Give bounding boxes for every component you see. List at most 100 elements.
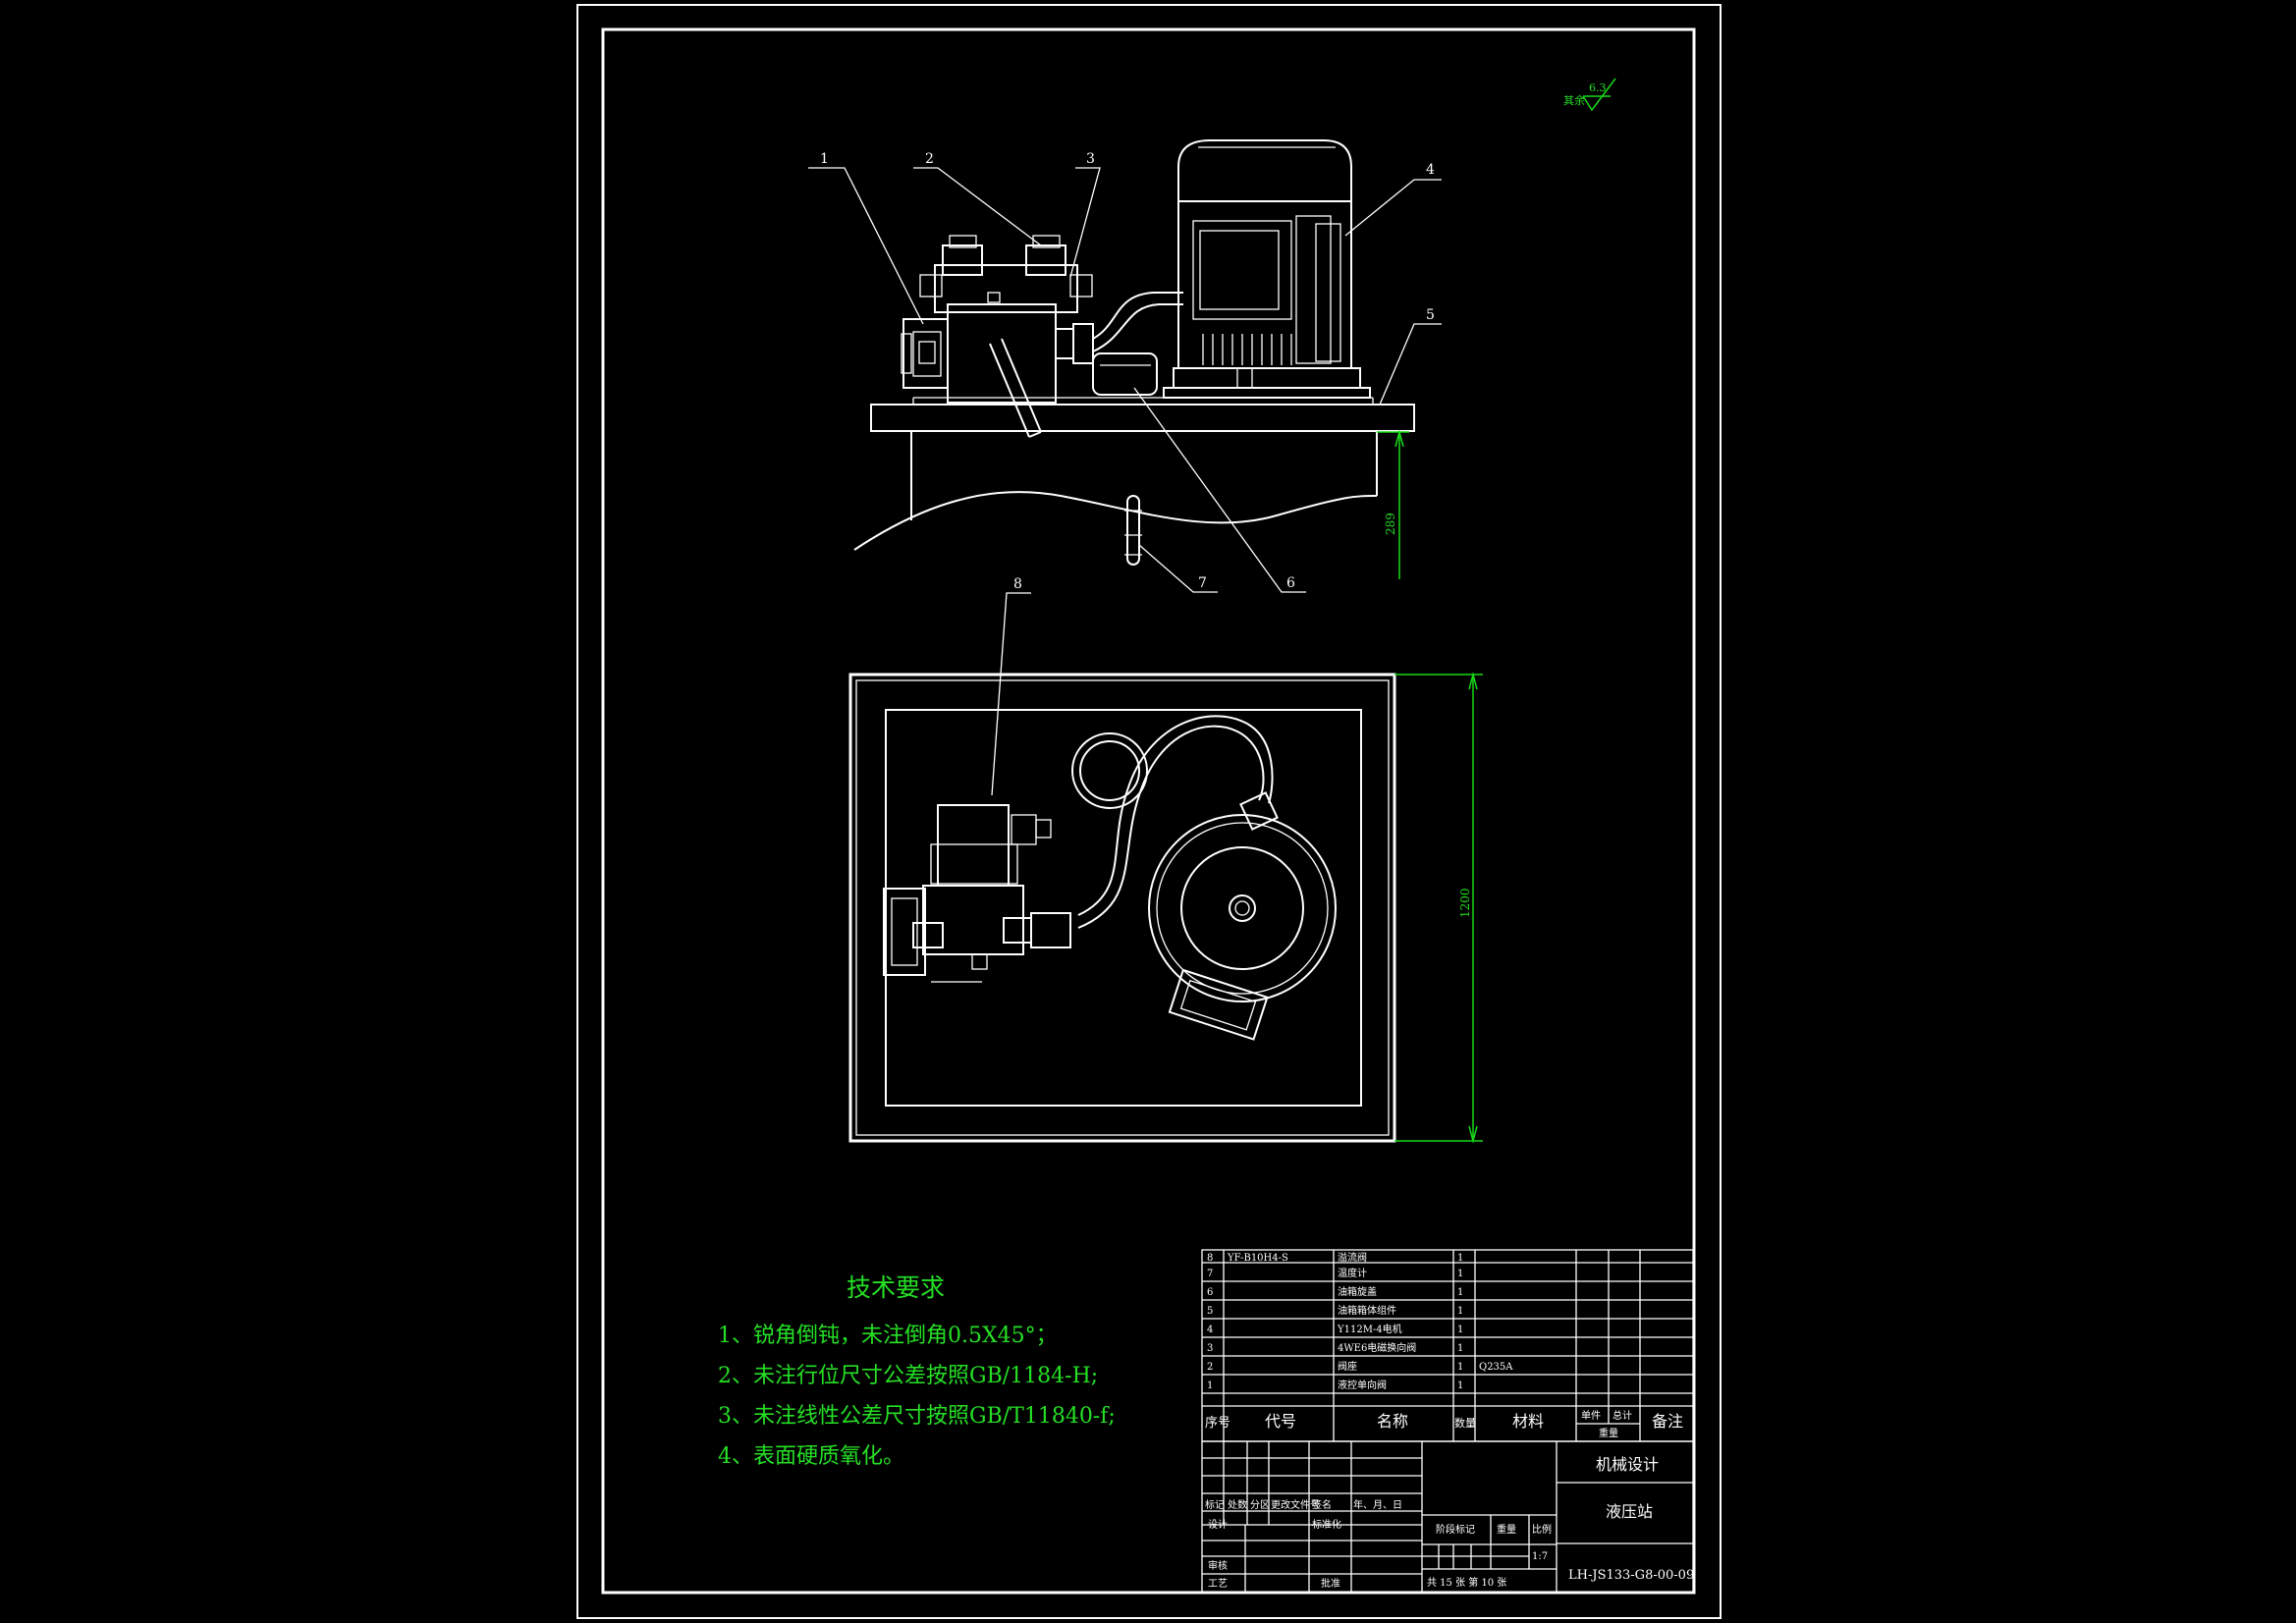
balloon-numbers: 1 2 3 4 5 6 7 8 bbox=[820, 151, 1435, 592]
rev-label-date: 年、月、日 bbox=[1353, 1498, 1402, 1511]
bom-header-unit: 单件 bbox=[1581, 1410, 1601, 1422]
rev-label-mark: 标记 bbox=[1205, 1499, 1225, 1511]
scale-label: 比例 bbox=[1532, 1523, 1552, 1536]
balloon-8: 8 bbox=[1013, 576, 1022, 592]
bom-header-name: 名称 bbox=[1377, 1412, 1408, 1431]
balloon-6: 6 bbox=[1286, 575, 1295, 591]
scale-value: 1:7 bbox=[1532, 1551, 1548, 1562]
tech-requirements: 技术要求 1、锐角倒钝，未注倒角0.5X45°； 2、未注行位尺寸公差按照GB/… bbox=[718, 1273, 1116, 1469]
title-block: 标记 处数 分区 更改文件号 签名 年、月、日 设计 标准化 审核 工艺 批准 … bbox=[1201, 1440, 1694, 1594]
width-dimension: 1200 bbox=[1394, 672, 1483, 1144]
bom-row: 1 液控单向阀 1 bbox=[1207, 1379, 1463, 1391]
bom-cell-material: Q235A bbox=[1479, 1362, 1513, 1373]
bom-cell-qty: 1 bbox=[1457, 1287, 1463, 1298]
review-label: 审核 bbox=[1208, 1559, 1228, 1572]
bom-cell-no: 5 bbox=[1207, 1306, 1213, 1317]
weight-label: 重量 bbox=[1497, 1523, 1516, 1536]
drawing-name: 液压站 bbox=[1606, 1502, 1653, 1521]
rev-label-file: 更改文件号 bbox=[1271, 1498, 1320, 1511]
tank-top-plate bbox=[870, 404, 1415, 432]
company-name: 机械设计 bbox=[1596, 1455, 1659, 1474]
bom-cell-qty: 1 bbox=[1457, 1253, 1463, 1264]
bom-cell-name: 阀座 bbox=[1338, 1360, 1357, 1373]
bom-cell-no: 6 bbox=[1207, 1287, 1213, 1298]
approve-label: 批准 bbox=[1321, 1577, 1340, 1590]
rev-label-count: 处数 bbox=[1228, 1498, 1247, 1511]
bom-cell-name: 4WE6电磁换向阀 bbox=[1338, 1341, 1416, 1354]
balloon-7: 7 bbox=[1198, 575, 1207, 591]
rev-label-sign: 签名 bbox=[1312, 1498, 1332, 1511]
bom-cell-name: 油箱箱体组件 bbox=[1338, 1304, 1396, 1317]
bom-row: 6 油箱旋盖 1 bbox=[1207, 1285, 1463, 1298]
surface-finish-symbol: 其余 6.3 bbox=[1563, 78, 1616, 112]
front-view: 289 bbox=[853, 139, 1415, 579]
bom-cell-no: 3 bbox=[1207, 1343, 1213, 1354]
bom-rows: 8 YF-B10H4-S 溢流阀 1 7 温度计 1 6 油箱旋盖 1 5 油箱… bbox=[1207, 1251, 1513, 1391]
bom-row: 7 温度计 1 bbox=[1207, 1267, 1463, 1279]
bom-header: 序号 代号 名称 数量 材料 单件 总计 重量 备注 bbox=[1205, 1409, 1683, 1439]
top-view: 1200 bbox=[848, 672, 1483, 1144]
tech-title: 技术要求 bbox=[847, 1273, 945, 1302]
bom-table: 8 YF-B10H4-S 溢流阀 1 7 温度计 1 6 油箱旋盖 1 5 油箱… bbox=[1201, 1249, 1694, 1442]
bom-cell-name: 溢流阀 bbox=[1338, 1251, 1367, 1264]
bom-cell-no: 2 bbox=[1207, 1362, 1213, 1373]
bom-cell-no: 8 bbox=[1207, 1253, 1213, 1264]
manifold-block bbox=[947, 303, 1057, 404]
tech-item-3: 3、未注线性公差尺寸按照GB/T11840-f; bbox=[718, 1404, 1116, 1429]
tech-item-4: 4、表面硬质氧化。 bbox=[718, 1444, 904, 1469]
bom-cell-code: YF-B10H4-S bbox=[1227, 1253, 1288, 1264]
bom-cell-qty: 1 bbox=[1457, 1325, 1463, 1335]
surface-finish-label: 其余 bbox=[1563, 93, 1585, 107]
bom-row: 5 油箱箱体组件 1 bbox=[1207, 1304, 1463, 1317]
break-line bbox=[853, 491, 1378, 551]
bom-header-remark: 备注 bbox=[1652, 1412, 1683, 1431]
motor bbox=[1163, 139, 1371, 399]
process-label: 工艺 bbox=[1208, 1578, 1228, 1590]
surface-finish-value: 6.3 bbox=[1589, 81, 1607, 94]
motor-top bbox=[1148, 814, 1337, 1002]
bom-cell-qty: 1 bbox=[1457, 1343, 1463, 1354]
design-label: 设计 bbox=[1208, 1518, 1228, 1531]
bom-row: 8 YF-B10H4-S 溢流阀 1 bbox=[1207, 1251, 1463, 1264]
bom-cell-name: Y112M-4电机 bbox=[1337, 1323, 1402, 1335]
filler-cap bbox=[1092, 352, 1158, 396]
bom-cell-no: 4 bbox=[1207, 1325, 1213, 1335]
height-dimension-value: 289 bbox=[1384, 513, 1397, 535]
bom-row: 3 4WE6电磁换向阀 1 bbox=[1207, 1341, 1463, 1354]
balloon-leaders bbox=[808, 167, 1442, 796]
bom-row: 2 阀座 1 Q235A bbox=[1207, 1360, 1513, 1373]
balloon-4: 4 bbox=[1426, 162, 1435, 178]
height-dimension: 289 bbox=[1377, 429, 1409, 579]
bom-cell-no: 7 bbox=[1207, 1269, 1213, 1279]
rev-label-zone: 分区 bbox=[1250, 1499, 1270, 1511]
width-dimension-value: 1200 bbox=[1458, 888, 1472, 918]
bom-cell-qty: 1 bbox=[1457, 1380, 1463, 1391]
bom-header-code: 代号 bbox=[1265, 1412, 1296, 1431]
bom-header-material: 材料 bbox=[1512, 1412, 1544, 1431]
drawing-number: LH-JS133-G8-00-09 bbox=[1568, 1568, 1694, 1583]
bom-header-weight: 重量 bbox=[1599, 1427, 1618, 1439]
bom-header-no: 序号 bbox=[1205, 1416, 1230, 1431]
bom-cell-qty: 1 bbox=[1457, 1362, 1463, 1373]
thermometer bbox=[1124, 495, 1142, 566]
valve-stack-top bbox=[922, 885, 1024, 955]
bom-header-qty: 数量 bbox=[1454, 1417, 1476, 1430]
stage-label: 阶段标记 bbox=[1436, 1523, 1475, 1536]
bom-cell-name: 液控单向阀 bbox=[1338, 1379, 1387, 1391]
bom-cell-qty: 1 bbox=[1457, 1306, 1463, 1317]
bom-row: 4 Y112M-4电机 1 bbox=[1207, 1323, 1463, 1335]
standard-label: 标准化 bbox=[1312, 1518, 1341, 1531]
tech-item-2: 2、未注行位尺寸公差按照GB/1184-H; bbox=[718, 1364, 1098, 1388]
sheet-count: 共 15 张 第 10 张 bbox=[1427, 1576, 1506, 1589]
bom-cell-name: 温度计 bbox=[1338, 1267, 1367, 1279]
balloon-5: 5 bbox=[1426, 307, 1435, 323]
balloon-1: 1 bbox=[820, 151, 829, 167]
bom-cell-qty: 1 bbox=[1457, 1269, 1463, 1279]
bom-cell-name: 油箱旋盖 bbox=[1338, 1285, 1377, 1298]
bom-header-total: 总计 bbox=[1613, 1409, 1632, 1422]
bom-cell-no: 1 bbox=[1207, 1380, 1213, 1391]
sheet-outer-border bbox=[576, 4, 1722, 1619]
balloon-2: 2 bbox=[925, 151, 934, 167]
sheet-inner-border bbox=[601, 27, 1696, 1595]
